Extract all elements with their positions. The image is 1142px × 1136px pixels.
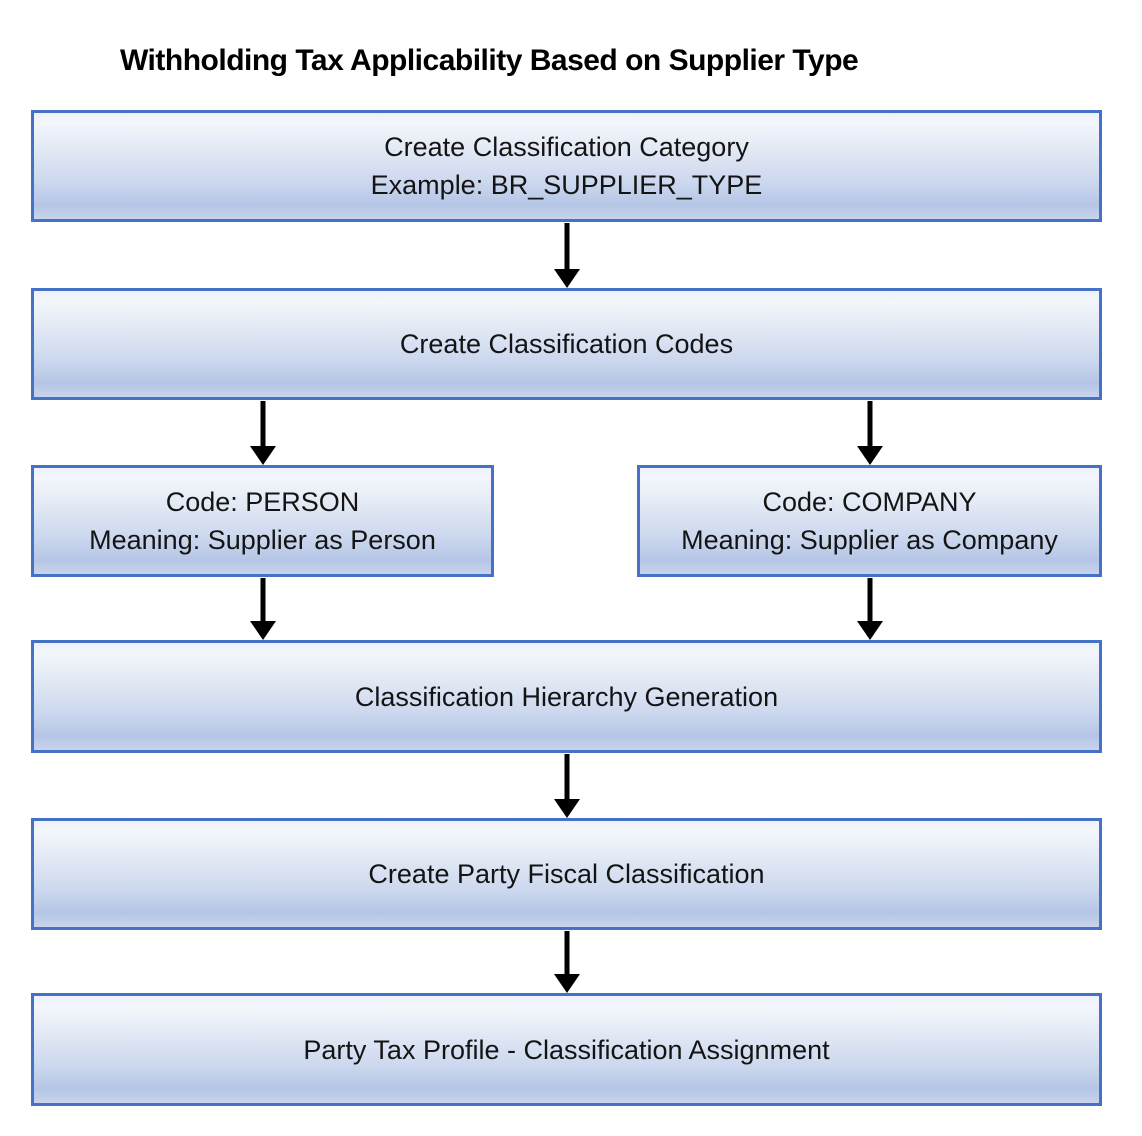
arrow-head-down-icon xyxy=(250,621,276,640)
flow-arrow xyxy=(250,401,276,465)
flow-arrow xyxy=(857,578,883,640)
arrow-shaft xyxy=(867,401,873,448)
arrow-head-down-icon xyxy=(554,799,580,818)
arrow-head-down-icon xyxy=(857,621,883,640)
diagram-title: Withholding Tax Applicability Based on S… xyxy=(120,44,859,77)
flow-arrow xyxy=(554,931,580,993)
node-create-classification-category: Create Classification Category Example: … xyxy=(31,110,1102,222)
flow-arrow xyxy=(250,578,276,640)
node-create-classification-codes: Create Classification Codes xyxy=(31,288,1102,400)
arrow-head-down-icon xyxy=(554,269,580,288)
arrow-shaft xyxy=(564,931,570,976)
flow-arrow xyxy=(857,401,883,465)
node-text-line: Create Party Fiscal Classification xyxy=(368,859,765,889)
flow-arrow xyxy=(554,754,580,818)
node-create-party-fiscal-classification: Create Party Fiscal Classification xyxy=(31,818,1102,930)
node-classification-hierarchy-generation: Classification Hierarchy Generation xyxy=(31,640,1102,753)
node-text-line: Meaning: Supplier as Person xyxy=(89,525,436,555)
node-text-line: Code: PERSON xyxy=(165,487,360,517)
node-code-company: Code: COMPANY Meaning: Supplier as Compa… xyxy=(637,465,1102,577)
node-text-line: Example: BR_SUPPLIER_TYPE xyxy=(370,170,763,200)
arrow-head-down-icon xyxy=(857,446,883,465)
arrow-shaft xyxy=(260,401,266,448)
node-text-line: Classification Hierarchy Generation xyxy=(354,681,779,712)
arrow-shaft xyxy=(564,223,570,271)
arrow-shaft xyxy=(260,578,266,623)
node-text-line: Meaning: Supplier as Company xyxy=(681,525,1058,555)
node-text-line: Create Classification Category xyxy=(384,132,749,162)
node-text-line: Party Tax Profile - Classification Assig… xyxy=(303,1034,830,1065)
arrow-shaft xyxy=(867,578,873,623)
arrow-shaft xyxy=(564,754,570,801)
flow-arrow xyxy=(554,223,580,288)
node-text-line: Code: COMPANY xyxy=(762,487,977,517)
node-party-tax-profile-classification-assignment: Party Tax Profile - Classification Assig… xyxy=(31,993,1102,1106)
arrow-head-down-icon xyxy=(250,446,276,465)
node-code-person: Code: PERSON Meaning: Supplier as Person xyxy=(31,465,494,577)
arrow-head-down-icon xyxy=(554,974,580,993)
node-text-line: Create Classification Codes xyxy=(399,329,734,359)
